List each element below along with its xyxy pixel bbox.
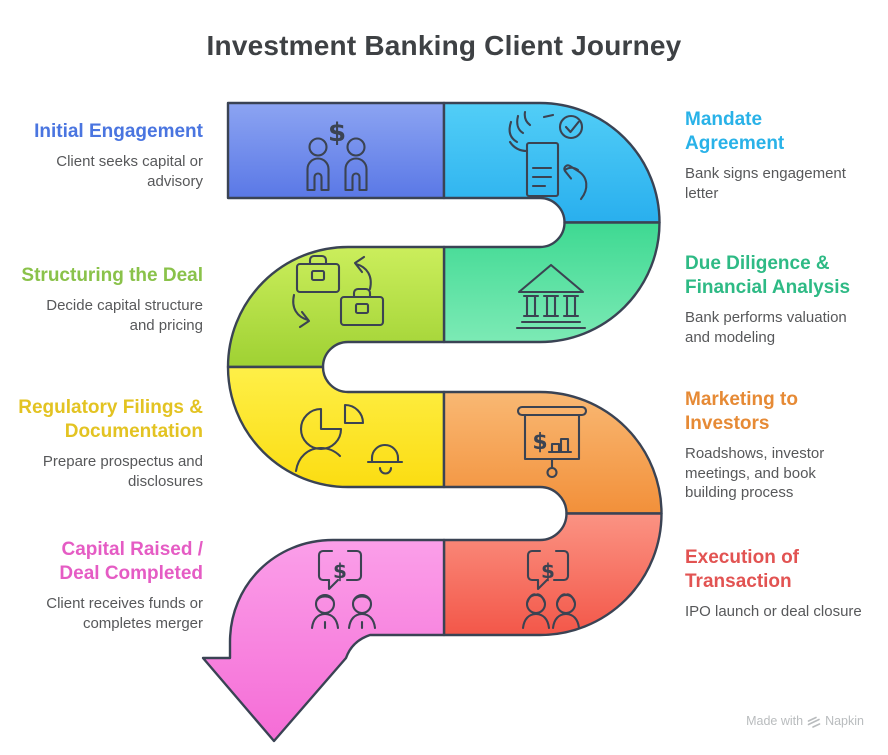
pie-person-bell-icon [294, 403, 404, 475]
step-label-execution-of-transaction: Execution of Transaction IPO launch or d… [685, 546, 870, 622]
step-label-mandate-agreement: Mandate Agreement Bank signs engagement … [685, 108, 870, 203]
segment-regulatory-filings [226, 365, 446, 489]
step-description: Bank signs engagement letter [685, 164, 846, 202]
svg-text:$: $ [532, 430, 547, 455]
briefcase-exchange-icon [292, 254, 385, 329]
document-check-hands-icon [508, 110, 588, 201]
step-heading: Regulatory Filings & Documentation [18, 397, 203, 442]
step-label-initial-engagement: Initial Engagement Client seeks capital … [18, 120, 203, 192]
presentation-dollar-chart-icon: $ [516, 405, 588, 479]
step-description: Bank performs valuation and modeling [685, 308, 847, 346]
step-label-due-diligence: Due Diligence & Financial Analysis Bank … [685, 252, 870, 347]
segment-execution-of-transaction [442, 512, 663, 637]
segment-structuring-the-deal [226, 245, 446, 369]
step-label-structuring-the-deal: Structuring the Deal Decide capital stru… [18, 264, 203, 336]
step-heading: Capital Raised / Deal Completed [59, 539, 203, 584]
segment-mandate-agreement [442, 101, 661, 224]
svg-text:$: $ [333, 559, 347, 583]
step-heading: Due Diligence & Financial Analysis [685, 253, 851, 298]
chat-dollar-men-icon: $ [310, 549, 377, 630]
step-description: Prepare prospectus and disclosures [42, 452, 203, 490]
svg-text:$: $ [328, 118, 346, 148]
step-description: Decide capital structure and pricing [46, 296, 203, 334]
segment-capital-raised-arrow [201, 538, 446, 743]
svg-text:$: $ [541, 559, 555, 583]
step-label-regulatory-filings: Regulatory Filings & Documentation Prepa… [18, 396, 203, 491]
watermark: Made with Napkin [746, 714, 864, 728]
step-label-marketing-to-investors: Marketing to Investors Roadshows, invest… [685, 388, 870, 503]
chat-dollar-women-icon: $ [521, 549, 581, 630]
step-heading: Initial Engagement [34, 121, 203, 142]
step-heading: Mandate Agreement [685, 109, 785, 154]
napkin-logo-icon [807, 716, 821, 728]
step-heading: Execution of Transaction [685, 547, 800, 592]
people-dollar-icon: $ [306, 118, 368, 192]
step-description: IPO launch or deal closure [685, 602, 862, 620]
segment-due-diligence [442, 221, 661, 344]
step-description: Client receives funds or completes merge… [46, 594, 203, 632]
step-label-capital-raised: Capital Raised / Deal Completed Client r… [18, 538, 203, 633]
bank-building-icon [515, 263, 587, 330]
watermark-text: Made with [746, 714, 804, 728]
step-heading: Marketing to Investors [685, 389, 798, 434]
watermark-brand: Napkin [825, 714, 864, 728]
step-description: Roadshows, investor meetings, and book b… [685, 444, 825, 502]
step-description: Client seeks capital or advisory [56, 152, 203, 190]
step-heading: Structuring the Deal [21, 265, 203, 286]
page-title: Investment Banking Client Journey [206, 30, 682, 61]
